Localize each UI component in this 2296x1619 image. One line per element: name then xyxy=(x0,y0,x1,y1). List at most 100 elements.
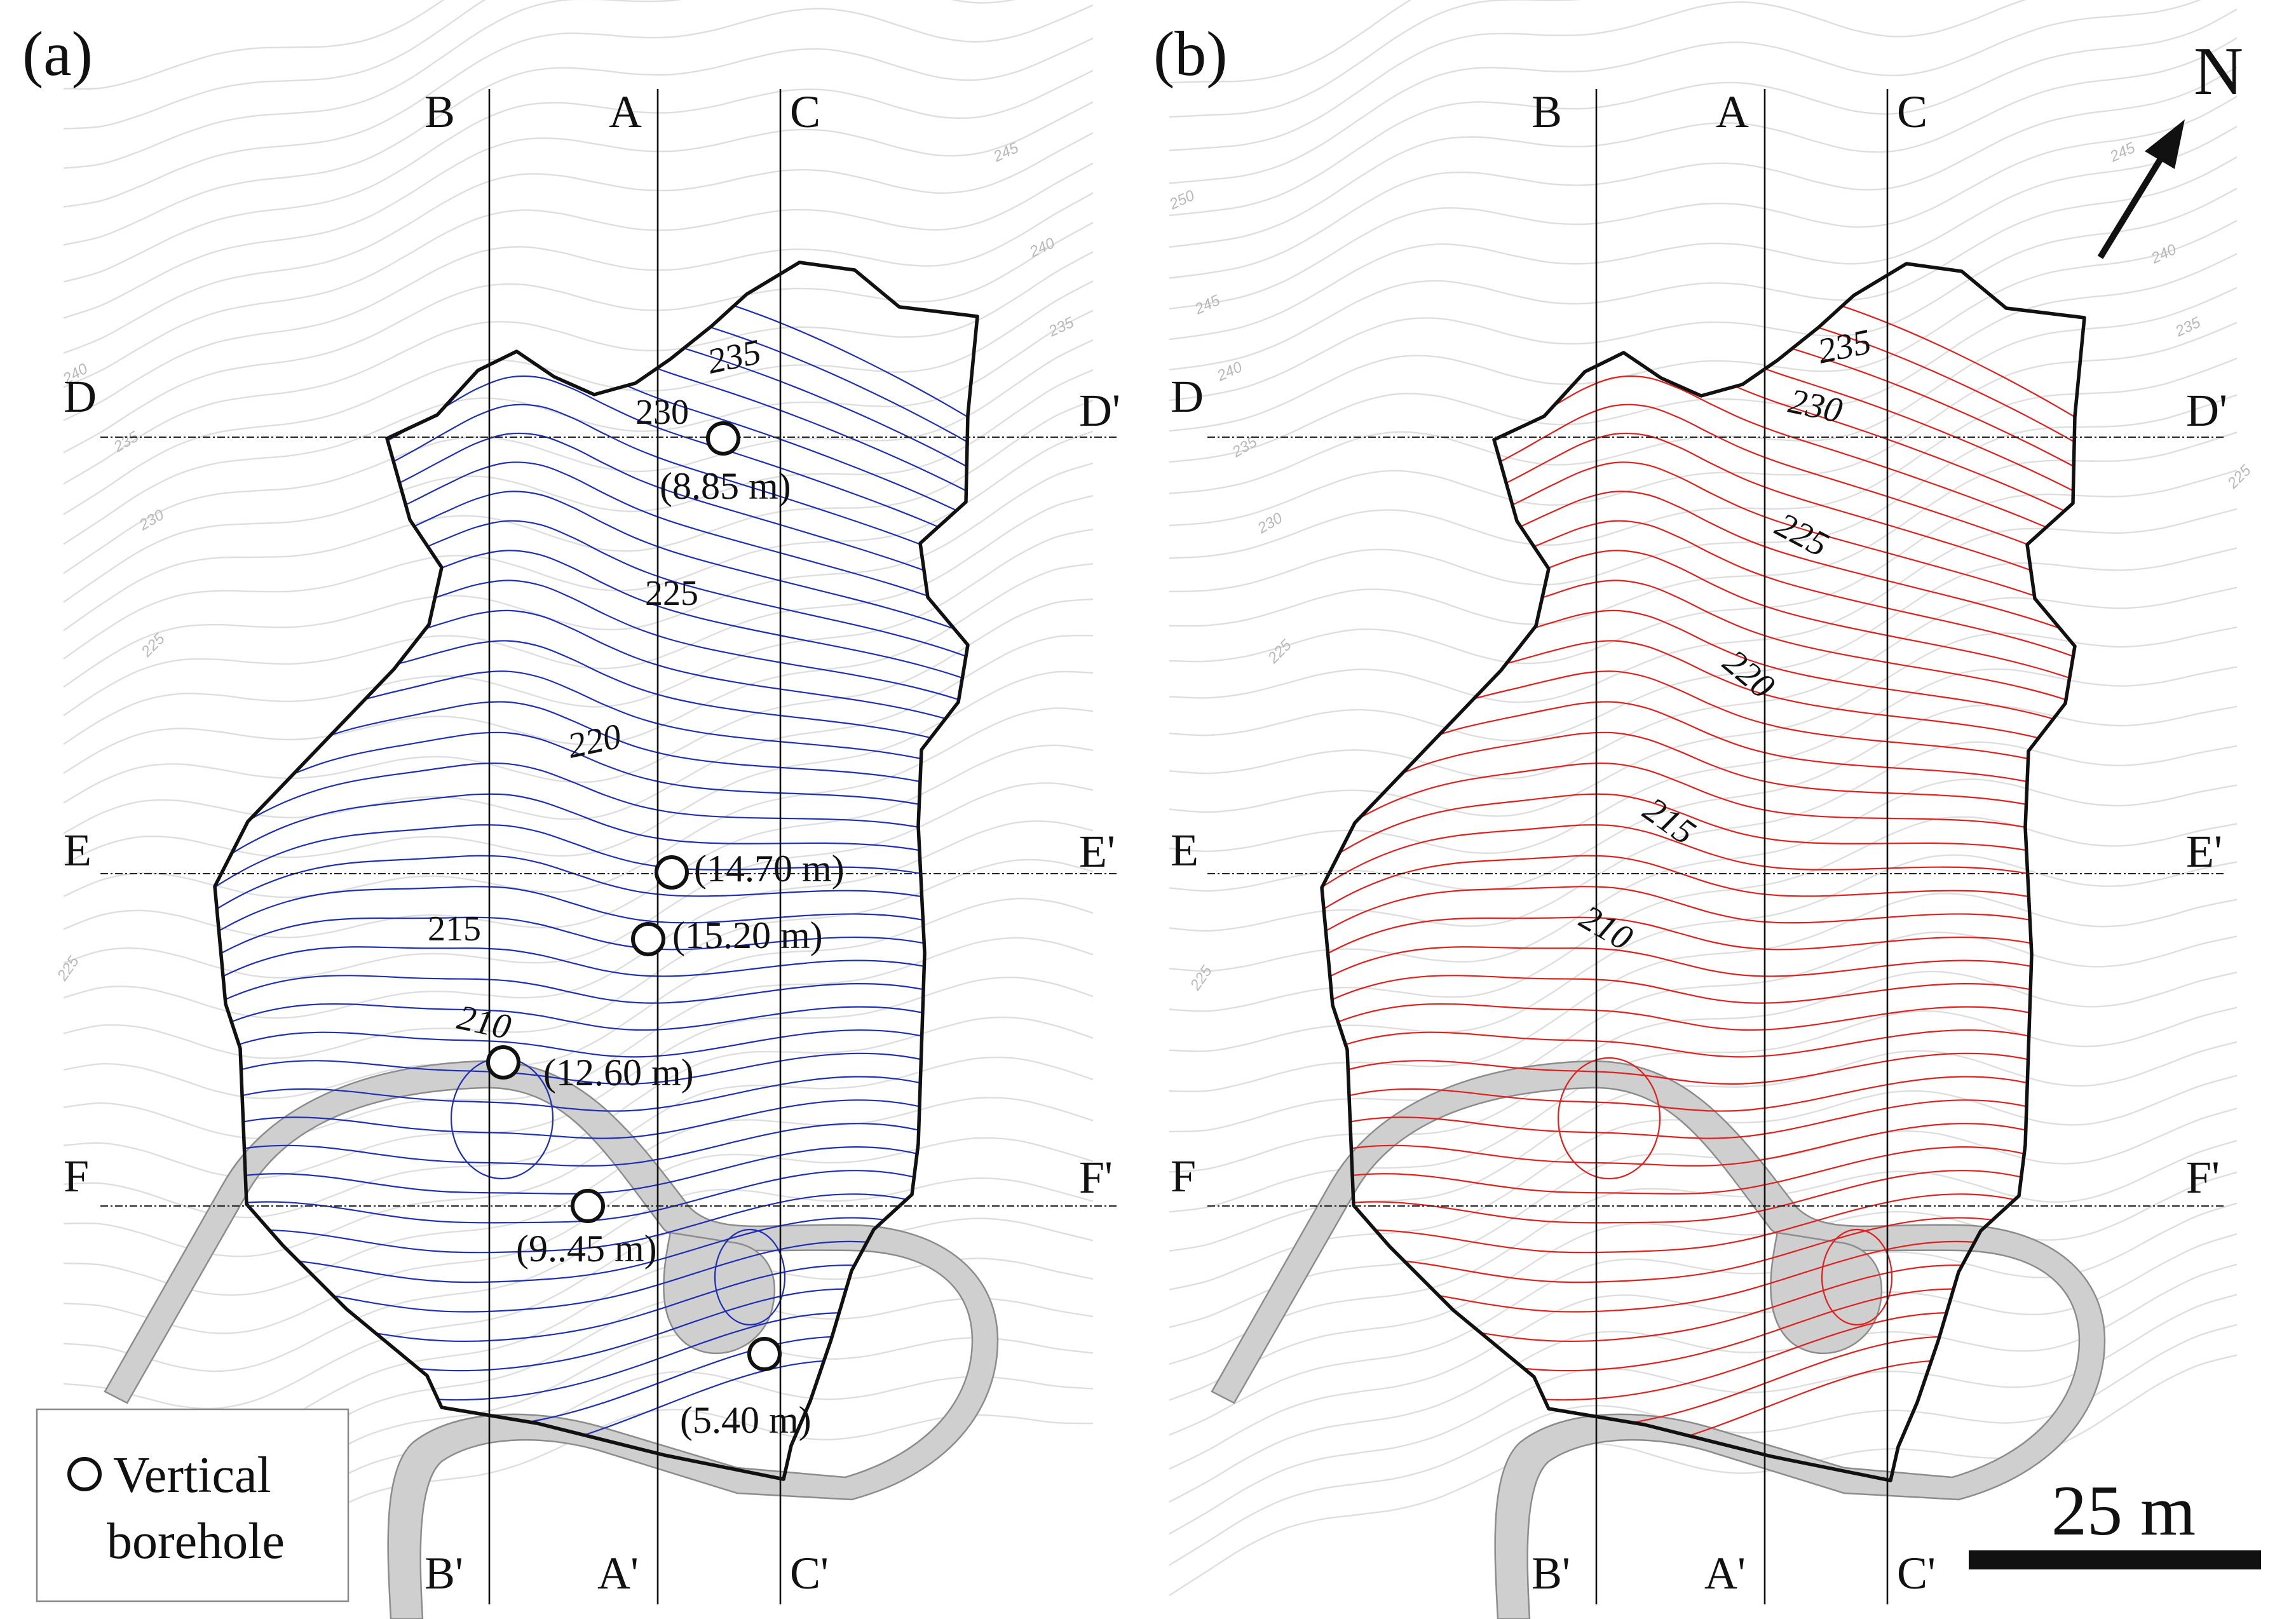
scale-bar: 25 m xyxy=(1969,1472,2261,1569)
contour-value-label: 225 xyxy=(645,574,698,613)
road-berm xyxy=(1211,1060,2106,1619)
topo-elevation-label: 225 xyxy=(1264,636,1295,667)
contour-value-label: 235 xyxy=(704,332,764,382)
section-label-left: D xyxy=(1171,371,1204,422)
topo-contour xyxy=(1169,470,2238,665)
section-label-left: F xyxy=(1171,1151,1196,1202)
depression-contour xyxy=(714,1228,786,1326)
topo-contour xyxy=(1169,253,2238,463)
section-label-bottom: B' xyxy=(1532,1548,1570,1599)
borehole-depth-label: (12.60 m) xyxy=(543,1052,694,1094)
topo-contour xyxy=(63,670,1094,865)
elevation-contour xyxy=(215,855,977,930)
topo-contour xyxy=(63,0,445,90)
topo-contour xyxy=(63,222,1094,454)
topo-contour xyxy=(1169,547,2238,742)
elevation-contour xyxy=(1322,1076,2084,1123)
topo-contour xyxy=(63,744,1094,938)
section-label-top: B xyxy=(1532,86,1562,137)
section-label-bottom: C' xyxy=(790,1548,829,1599)
topo-contour xyxy=(63,707,1094,898)
landslide-boundary xyxy=(1320,262,2086,1482)
topo-contour xyxy=(1169,816,2238,1012)
section-label-right: F' xyxy=(1079,1152,1113,1203)
topo-contour xyxy=(1169,931,2238,1133)
topo-contour xyxy=(63,132,1094,354)
topo-contour xyxy=(1169,431,2238,627)
elevation-contour xyxy=(215,886,977,954)
section-label-bottom: A' xyxy=(1704,1548,1746,1599)
elevation-contour xyxy=(215,579,977,731)
section-label-top: B xyxy=(425,86,455,137)
topo-contour xyxy=(1169,666,2238,855)
boreholes: (8.85 m)(14.70 m)(15.20 m)(12.60 m)(9..4… xyxy=(486,421,845,1441)
topo-contour xyxy=(63,0,1016,169)
elevation-contour xyxy=(215,824,977,906)
borehole-depth-label: (9..45 m) xyxy=(516,1228,657,1270)
elevation-contour xyxy=(1322,264,2084,478)
topo-contour xyxy=(1169,778,2238,972)
topo-contour xyxy=(63,101,1094,319)
topo-contour xyxy=(1169,187,2238,402)
legend-line-1: Vertical xyxy=(113,1447,271,1503)
elevation-contour xyxy=(215,946,977,1001)
topo-elevation-label: 225 xyxy=(137,630,168,661)
topo-contour xyxy=(1169,1139,2238,1365)
contour-value-label: 220 xyxy=(564,717,625,766)
elevation-contour xyxy=(1322,432,2084,620)
topo-elevation-label: 225 xyxy=(2224,461,2255,492)
borehole-depth-label: (15.20 m) xyxy=(672,914,823,956)
topo-contour xyxy=(1169,854,2238,1052)
topo-contour xyxy=(1169,741,2238,932)
section-label-right: E' xyxy=(2186,826,2222,877)
elevation-contour xyxy=(1322,292,2084,503)
topo-contour xyxy=(63,634,1094,834)
elevation-contour xyxy=(215,403,977,597)
topo-contour xyxy=(1169,66,2238,279)
legend-line-2: borehole xyxy=(107,1514,285,1569)
elevation-contour xyxy=(1322,855,2084,930)
topo-contour xyxy=(63,462,1094,688)
topo-contour xyxy=(1169,0,1582,118)
topo-contour xyxy=(63,69,1094,283)
elevation-contour xyxy=(1322,731,2084,839)
topo-contour xyxy=(1169,125,2238,341)
elevation-contour xyxy=(215,262,977,454)
topo-contour xyxy=(63,37,1094,246)
elevation-contour xyxy=(215,1099,977,1148)
section-label-top: A xyxy=(1716,86,1749,137)
elevation-contour xyxy=(1322,762,2084,861)
elevation-contour xyxy=(1322,886,2084,954)
panel-label-b: (b) xyxy=(1153,18,1228,89)
topo-contour xyxy=(1169,8,2238,217)
topo-contour xyxy=(1169,1294,2238,1535)
elevation-contour xyxy=(1322,1029,2084,1074)
topo-contour xyxy=(1169,586,2238,780)
topo-elevation-label: 225 xyxy=(1186,963,1216,994)
topo-elevation-label: 250 xyxy=(1166,187,1197,213)
topo-contour xyxy=(1169,394,2238,593)
elevation-contour xyxy=(1322,461,2084,642)
section-label-bottom: A' xyxy=(597,1548,639,1599)
topo-contour xyxy=(63,399,1094,632)
section-label-bottom: C' xyxy=(1897,1548,1936,1599)
elevation-contour xyxy=(1322,916,2084,977)
topo-contour xyxy=(63,309,1094,545)
elevation-contour xyxy=(1322,946,2084,1001)
legend-box xyxy=(36,1408,350,1602)
topo-elevation-label: 245 xyxy=(990,139,1021,166)
north-arrow-head-icon xyxy=(2145,119,2185,169)
elevation-contour xyxy=(215,762,977,861)
topo-elevation-label: 235 xyxy=(1045,314,1077,341)
topo-contour xyxy=(1169,1354,2238,1597)
elevation-contour xyxy=(215,975,977,1026)
topo-contour xyxy=(1169,892,2238,1092)
topo-contour xyxy=(1169,0,2027,151)
section-label-right: D' xyxy=(1079,385,1120,436)
topo-contour xyxy=(1169,704,2238,892)
topo-contour xyxy=(63,937,1094,1139)
